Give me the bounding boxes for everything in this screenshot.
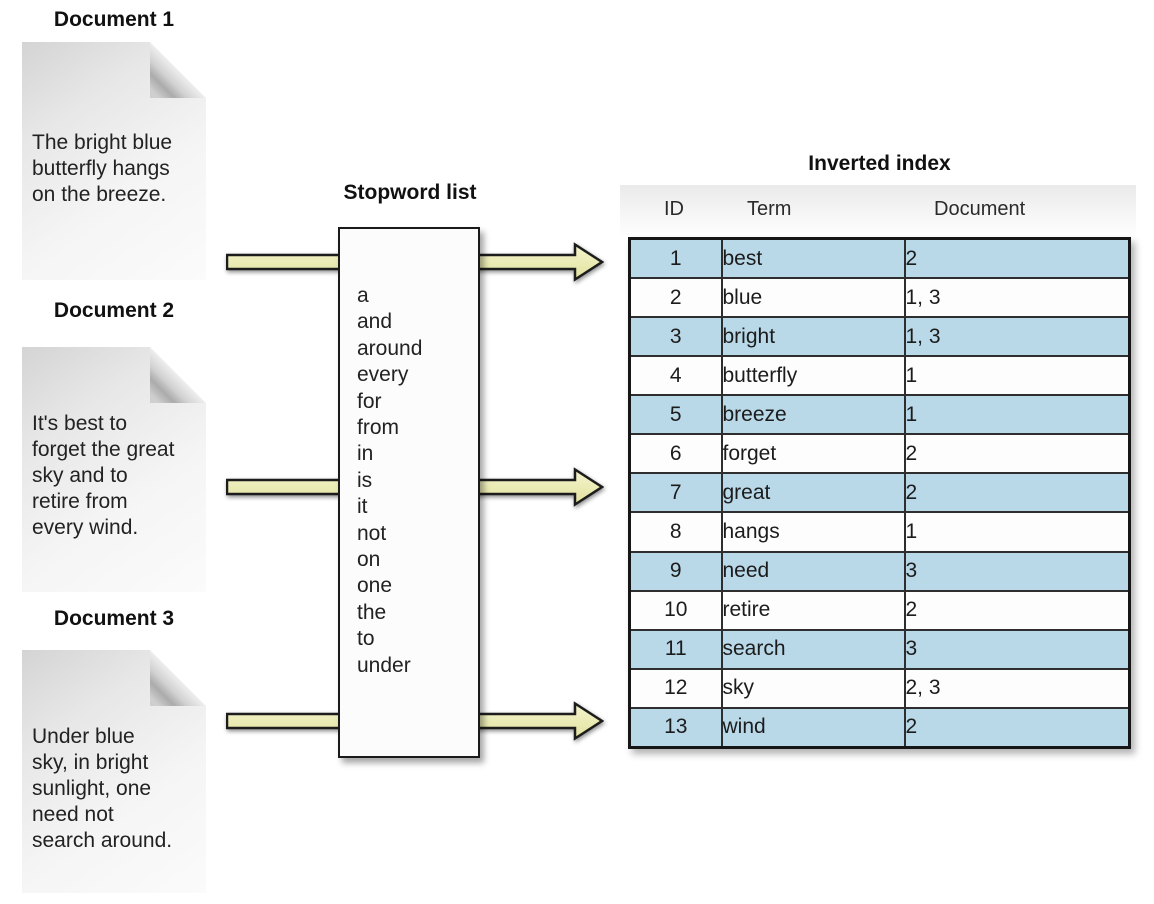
cell-id: 7 xyxy=(628,472,723,514)
cell-document: 3 xyxy=(903,628,1131,670)
cell-term: breeze xyxy=(720,394,906,436)
column-header-term: Term xyxy=(747,198,792,220)
doc-text-line: sky and to xyxy=(32,464,128,487)
doc-text-line: on the breeze. xyxy=(32,183,167,206)
stopword: under xyxy=(357,653,411,677)
background-wash xyxy=(620,185,1136,238)
stopword: for xyxy=(357,389,382,413)
doc-text-line: sky, in bright xyxy=(32,751,149,774)
stopword: around xyxy=(357,336,423,360)
doc-text-line: forget the great xyxy=(32,438,175,461)
doc-text-line: It's best to xyxy=(32,412,128,435)
stopword: and xyxy=(357,310,393,334)
cell-term: wind xyxy=(720,706,906,749)
stopword: from xyxy=(357,416,399,440)
document-2-text: It's best to forget the great sky and to… xyxy=(22,347,206,541)
cell-id: 1 xyxy=(628,237,723,280)
cell-document: 1 xyxy=(903,511,1131,553)
document-3-label: Document 3 xyxy=(53,607,175,630)
doc-text-line: butterfly hangs xyxy=(32,157,170,180)
cell-document: 2, 3 xyxy=(903,667,1131,709)
stopword: every xyxy=(357,363,409,387)
document-1-text: The bright blue butterfly hangs on the b… xyxy=(22,42,206,208)
cell-term: great xyxy=(720,472,906,514)
stopword-list-title: Stopword list xyxy=(343,181,477,204)
column-header-id: ID xyxy=(664,198,684,220)
cell-id: 6 xyxy=(628,433,723,475)
cell-term: blue xyxy=(720,277,906,319)
cell-term: search xyxy=(720,628,906,670)
cell-term: forget xyxy=(720,433,906,475)
cell-id: 8 xyxy=(628,511,723,553)
cell-id: 10 xyxy=(628,589,723,631)
doc-text-line: need not xyxy=(32,803,114,826)
cell-document: 2 xyxy=(903,433,1131,475)
cell-document: 2 xyxy=(903,706,1131,749)
document-1-label: Document 1 xyxy=(53,8,175,31)
doc-text-line: The bright blue xyxy=(32,131,173,154)
stopword: to xyxy=(357,627,375,651)
cell-term: bright xyxy=(720,316,906,358)
cell-document: 2 xyxy=(903,472,1131,514)
stopword-list-box: a and around every for from in is it not… xyxy=(338,227,480,758)
doc-text-line: search around. xyxy=(32,829,173,852)
column-header-document: Document xyxy=(934,198,1026,220)
stopword: in xyxy=(357,442,374,466)
stopword: the xyxy=(357,600,387,624)
cell-document: 1, 3 xyxy=(903,277,1131,319)
cell-document: 3 xyxy=(903,550,1131,592)
doc-text-line: every wind. xyxy=(32,516,139,539)
document-2-label: Document 2 xyxy=(53,299,175,322)
doc-text-line: sunlight, one xyxy=(32,777,152,800)
cell-id: 3 xyxy=(628,316,723,358)
doc-text-line: Under blue xyxy=(32,725,135,748)
cell-id: 13 xyxy=(628,706,723,749)
stopword: a xyxy=(357,284,369,307)
stopword: it xyxy=(357,495,368,519)
cell-document: 1 xyxy=(903,355,1131,397)
document-page-icon: It's best to forget the great sky and to… xyxy=(22,347,206,592)
cell-term: need xyxy=(720,550,906,592)
stopword-words: a and around every for from in is it not… xyxy=(340,229,478,679)
cell-id: 2 xyxy=(628,277,723,319)
cell-document: 1, 3 xyxy=(903,316,1131,358)
doc-text-line: retire from xyxy=(32,490,128,513)
cell-id: 9 xyxy=(628,550,723,592)
cell-document: 2 xyxy=(903,589,1131,631)
stopword: one xyxy=(357,574,393,598)
cell-id: 5 xyxy=(628,394,723,436)
cell-document: 2 xyxy=(903,237,1131,280)
cell-term: sky xyxy=(720,667,906,709)
document-page-icon: Under blue sky, in bright sunlight, one … xyxy=(22,650,206,893)
cell-term: butterfly xyxy=(720,355,906,397)
cell-id: 11 xyxy=(628,628,723,670)
document-page-icon: The bright blue butterfly hangs on the b… xyxy=(22,42,206,280)
cell-term: best xyxy=(720,237,906,280)
cell-term: hangs xyxy=(720,511,906,553)
cell-id: 4 xyxy=(628,355,723,397)
index-column-headers: ID Term Document xyxy=(628,198,1131,221)
cell-id: 12 xyxy=(628,667,723,709)
stopword: is xyxy=(357,468,373,492)
stopword: on xyxy=(357,548,381,572)
stopword: not xyxy=(357,521,387,545)
cell-term: retire xyxy=(720,589,906,631)
cell-document: 1 xyxy=(903,394,1131,436)
document-3-text: Under blue sky, in bright sunlight, one … xyxy=(22,650,206,854)
inverted-index-title: Inverted index xyxy=(808,152,951,175)
